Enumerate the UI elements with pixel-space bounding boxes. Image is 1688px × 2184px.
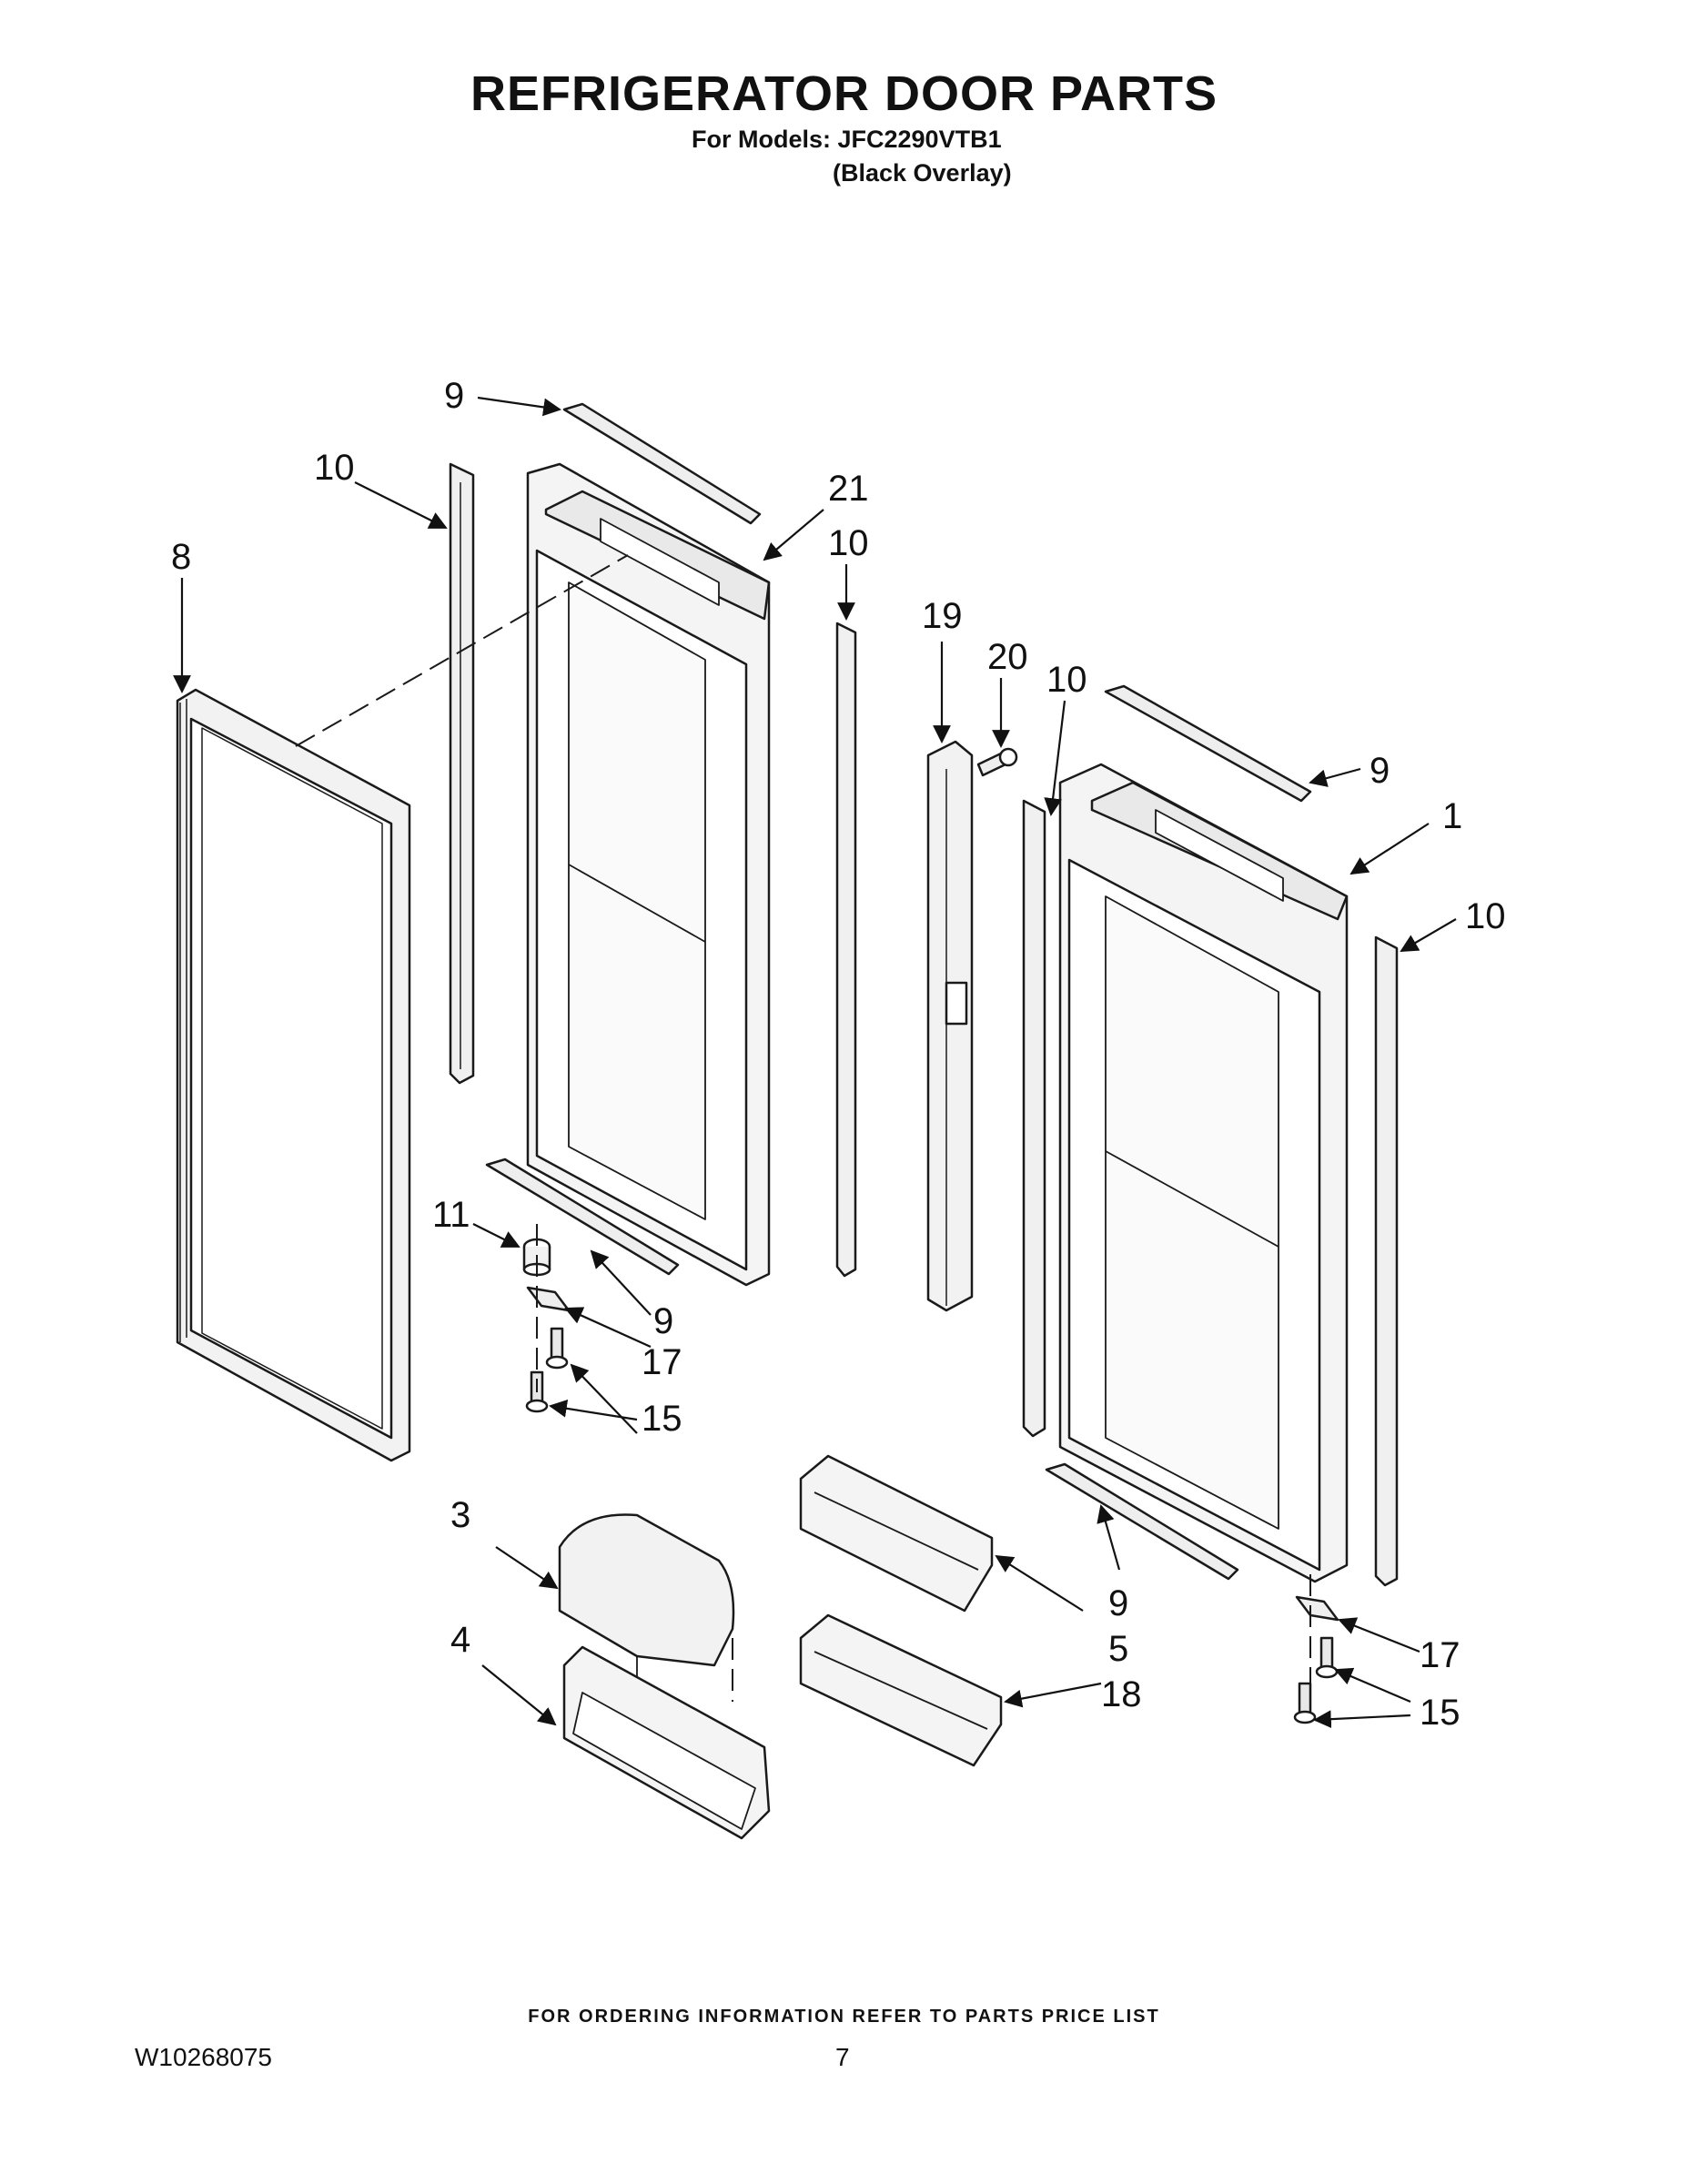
- trim-strip-part-10-left: [449, 462, 475, 1085]
- callout-1: 1: [1442, 796, 1462, 836]
- callout-4: 4: [450, 1620, 470, 1660]
- screw-part-15-left-upper: [545, 1327, 569, 1370]
- callout-19: 19: [922, 596, 963, 636]
- bin-cover-part-3: [558, 1513, 735, 1684]
- callout-10-middle: 10: [828, 523, 869, 563]
- door-gasket-part-8: [176, 688, 411, 1462]
- trim-strip-part-10-middle: [835, 622, 857, 1278]
- callout-20: 20: [987, 637, 1028, 677]
- screw-part-15-right-upper: [1315, 1636, 1339, 1679]
- callout-5: 5: [1108, 1629, 1128, 1669]
- center-mullion-part-19: [926, 740, 974, 1312]
- page-number: 7: [835, 2043, 850, 2071]
- callout-9-top-left: 9: [444, 376, 464, 416]
- callout-18: 18: [1101, 1674, 1142, 1714]
- trim-strip-part-10-right: [1022, 799, 1046, 1438]
- callout-10-far-right: 10: [1465, 896, 1506, 936]
- model-variant: (Black Overlay): [833, 159, 1012, 187]
- callout-3: 3: [450, 1495, 470, 1535]
- callout-9-top-right: 9: [1370, 751, 1390, 791]
- callout-15-right: 15: [1420, 1693, 1461, 1733]
- screw-part-15-right-lower: [1293, 1682, 1317, 1724]
- page-title: REFRIGERATOR DOOR PARTS: [470, 66, 1218, 121]
- right-door-liner-part-1: [1058, 763, 1349, 1583]
- leader-arrows: [173, 396, 1457, 1729]
- callout-21: 21: [828, 469, 869, 509]
- washer-part-17-left: [526, 1286, 571, 1312]
- callout-10-right: 10: [1046, 660, 1087, 700]
- callout-15-left: 15: [642, 1399, 682, 1439]
- callout-9-bottom-left: 9: [653, 1301, 673, 1341]
- callout-11: 11: [432, 1195, 470, 1235]
- hinge-bracket-part-9-top-right: [1104, 684, 1312, 803]
- document-number: W10268075: [135, 2043, 273, 2071]
- washer-part-17-right: [1295, 1595, 1339, 1622]
- left-door-liner-part-21: [526, 462, 771, 1287]
- callout-9-bottom-right: 9: [1108, 1583, 1128, 1623]
- hinge-bracket-part-9-bottom-left: [485, 1158, 680, 1276]
- door-bin-part-4: [562, 1645, 771, 1840]
- callout-labels: 9 10 8 21 10 19 20 10 9 1 10 11 9 17 15 …: [171, 376, 1506, 1733]
- callout-17-right: 17: [1420, 1635, 1461, 1675]
- model-subtitle: For Models: JFC2290VTB1: [692, 126, 1002, 153]
- door-bin-part-5: [799, 1454, 994, 1613]
- callout-8: 8: [171, 537, 191, 577]
- screw-part-15-left-lower: [525, 1370, 549, 1413]
- ordering-note: FOR ORDERING INFORMATION REFER TO PARTS …: [528, 2007, 1160, 2027]
- trim-strip-part-10-far-right: [1374, 935, 1399, 1587]
- door-bin-part-18: [799, 1613, 1003, 1767]
- callout-17-left: 17: [642, 1342, 682, 1382]
- assembly-lines: [295, 554, 1311, 1711]
- hinge-bracket-part-9-bottom-right: [1045, 1462, 1239, 1581]
- screw-part-20: [976, 747, 1018, 777]
- hinge-bracket-part-9-top-left: [562, 402, 762, 525]
- callout-10-left: 10: [314, 448, 355, 488]
